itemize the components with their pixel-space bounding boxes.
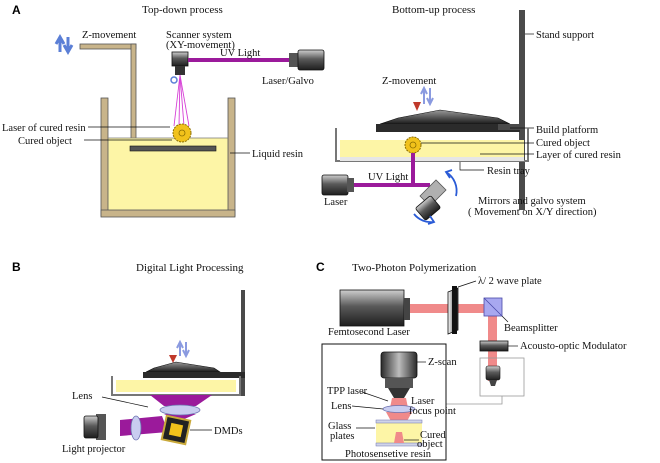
mirrors-label-line1: Mirrors and galvo system — [478, 196, 586, 207]
stand-support-column — [519, 10, 525, 210]
z-movement-left-label: Z-movement — [82, 30, 136, 41]
z-movement-right-label: Z-movement — [382, 76, 436, 87]
dlp-z-arrows-icon — [169, 339, 190, 363]
mirrors-label-line2: ( Movement on X/Y direction) — [468, 207, 597, 218]
dlp-build-platform — [143, 361, 245, 378]
build-platform-right — [376, 109, 520, 132]
build-plate-top-down — [129, 145, 217, 152]
dlp-resin-tray — [111, 376, 241, 396]
cured-tpp-line2: object — [417, 439, 443, 450]
femtosecond-laser-label: Femtosecond Laser — [328, 327, 410, 338]
title-dlp: Digital Light Processing — [136, 262, 244, 274]
title-bottom-up: Bottom-up process — [392, 4, 475, 16]
dlp-stand-column — [241, 290, 245, 396]
laser-galvo-icon — [289, 49, 325, 71]
objective-small-icon — [479, 357, 525, 397]
photosensitive-resin-label: Photosensetive resin — [345, 449, 432, 460]
light-projector-label: Light projector — [62, 444, 126, 455]
leader-resin-tray — [459, 162, 484, 171]
title-top-down: Top-down process — [142, 4, 223, 16]
z-scan-label: Z-scan — [428, 357, 457, 368]
uv-beam-bottom — [350, 153, 430, 187]
leader-tpp-laser — [361, 391, 389, 402]
laser-bottom-label: Laser — [324, 197, 348, 208]
dlp-lens-label: Lens — [72, 391, 92, 402]
tpp-lens-label: Lens — [331, 401, 351, 412]
cured-object-gear-right-icon — [404, 136, 422, 154]
light-projector-icon — [83, 414, 106, 440]
tpp-laser-label: TPP laser — [327, 386, 368, 397]
cured-object-gear-left-icon — [172, 123, 192, 143]
leader-beamsplitter — [501, 315, 509, 323]
panel-a-letter: A — [12, 3, 21, 17]
glass-plates-line1: Glass — [328, 421, 351, 432]
layer-cured-resin-label: Layer of cured resin — [536, 150, 622, 161]
scanner-label-line1: Scanner system — [166, 30, 232, 41]
connector-inset — [444, 396, 503, 405]
stand-support-label: Stand support — [536, 30, 594, 41]
laser-bottom-icon — [321, 174, 354, 196]
dmd-chip-icon — [160, 414, 192, 446]
cured-object-right-label: Cured object — [536, 138, 590, 149]
uv-light-top-label: UV Light — [220, 48, 260, 59]
glass-plates-resin — [375, 419, 423, 447]
aom-label: Acousto-optic Modulator — [520, 341, 627, 352]
laser-galvo-label: Laser/Galvo — [262, 76, 314, 87]
laser-cured-resin-label: Laser of cured resin — [2, 123, 86, 134]
mirrors-galvo-icon — [413, 169, 458, 225]
build-platform-label: Build platform — [536, 125, 598, 136]
dlp-lens-side-icon — [130, 415, 142, 441]
z-movement-arrows-right-icon — [413, 85, 434, 111]
resin-tray-label: Resin tray — [487, 166, 531, 177]
laser-focus-line2: focus point — [409, 406, 456, 417]
cured-tpp-line1: Cured — [420, 430, 446, 441]
z-scan-objective-icon — [380, 351, 418, 398]
panel-b-letter: B — [12, 260, 21, 274]
femtosecond-laser-icon — [339, 289, 410, 327]
wave-plate-icon — [447, 286, 459, 335]
laser-focus-line1: Laser — [411, 396, 435, 407]
scanner-label-line2: (XY-movement) — [166, 40, 235, 51]
scan-rays — [173, 74, 190, 127]
beamsplitter-label: Beamsplitter — [504, 323, 558, 334]
liquid-resin-label: Liquid resin — [252, 149, 304, 160]
title-tpp: Two-Photon Polymerization — [352, 262, 477, 274]
wave-plate-label: λ/ 2 wave plate — [478, 276, 542, 287]
dmds-label: DMDs — [214, 426, 243, 437]
beamsplitter-icon — [483, 297, 503, 317]
leader-wave-plate — [457, 280, 477, 288]
cured-object-left-label: Cured object — [18, 136, 72, 147]
leader-dlp-lens — [101, 396, 149, 408]
dlp-lens-top-icon — [159, 404, 201, 416]
glass-plates-line2: plates — [330, 431, 355, 442]
panel-c-letter: C — [316, 260, 325, 274]
leader-tpp-lens — [351, 405, 384, 410]
uv-light-bottom-label: UV Light — [368, 172, 408, 183]
aom-icon — [479, 340, 509, 352]
resin-tray-bottom-up — [335, 128, 529, 162]
z-movement-arrows-left-icon — [54, 33, 74, 56]
resin-vat-top-down — [100, 97, 236, 218]
